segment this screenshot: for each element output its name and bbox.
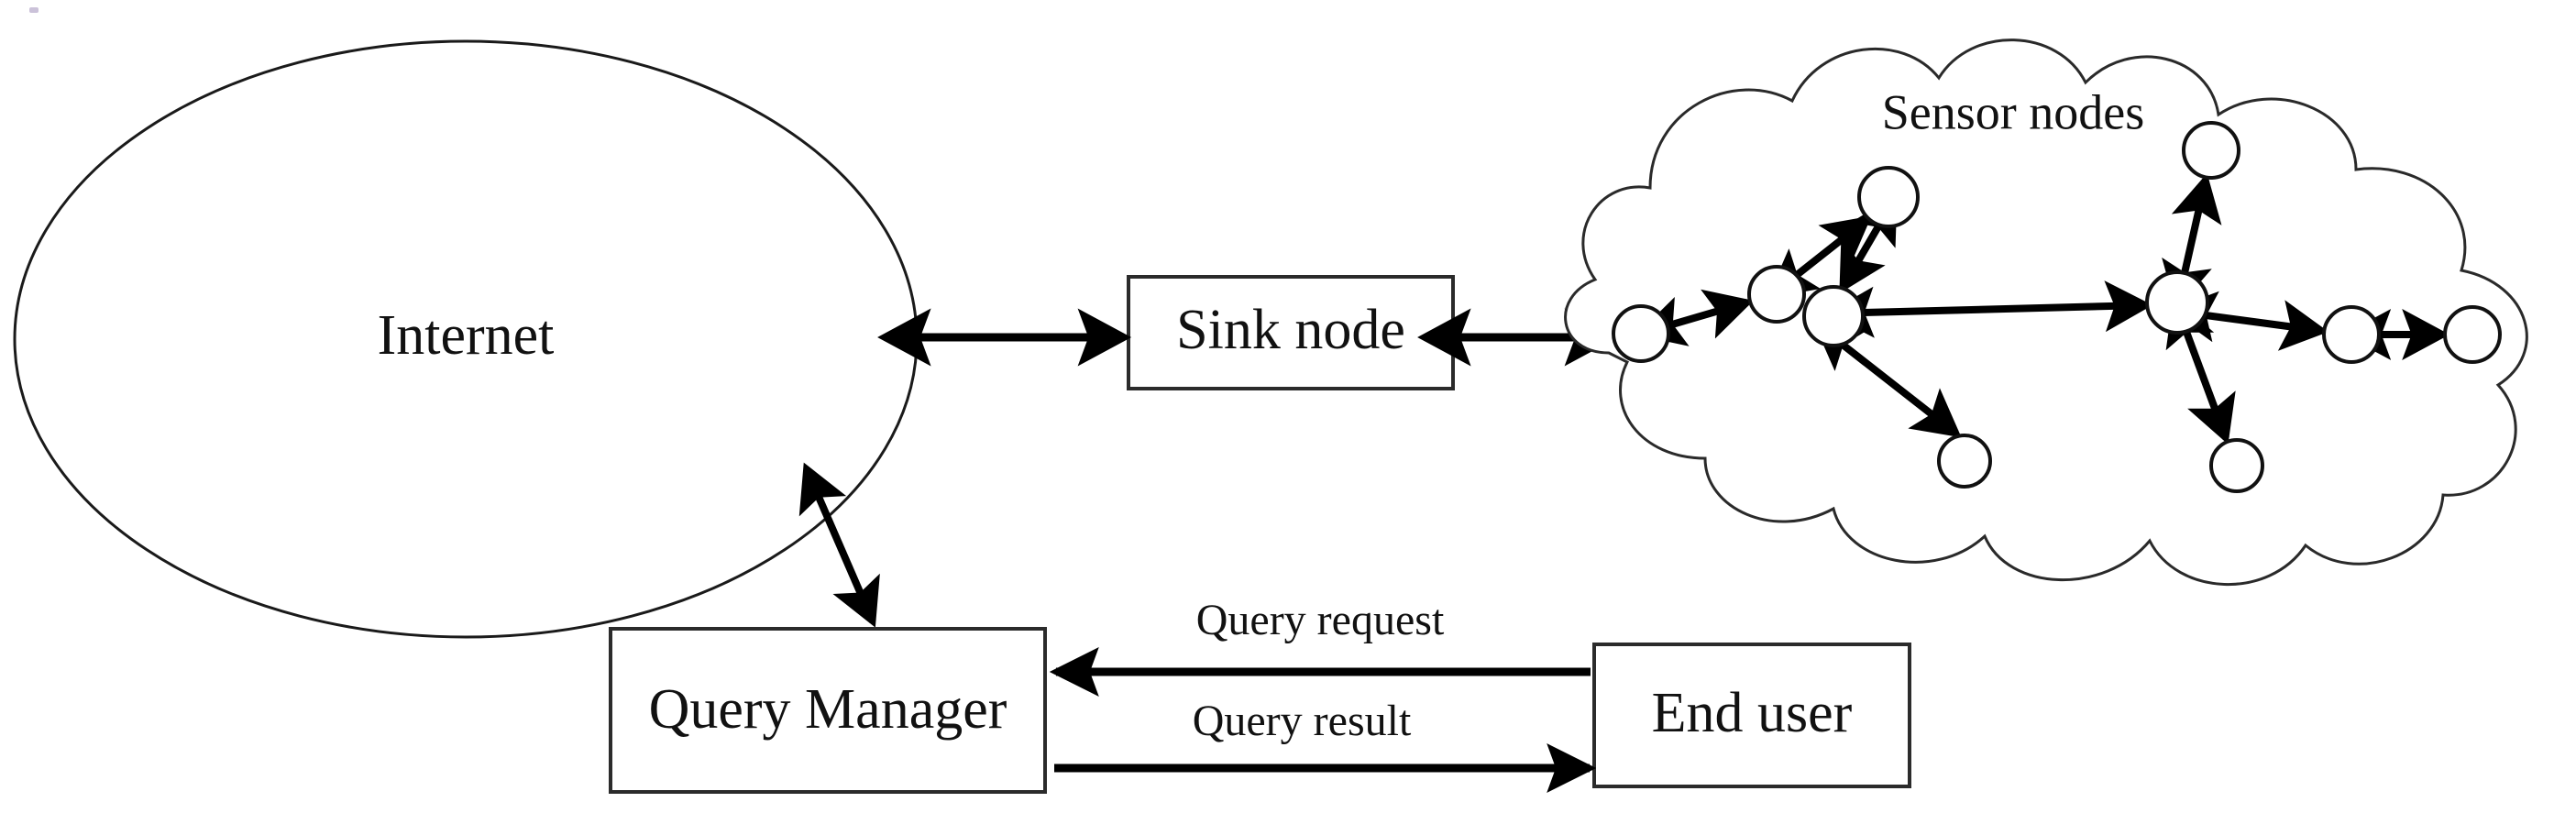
sensor-node-n6[interactable] [2145,270,2209,335]
sensor-cloud[interactable]: Sensor nodes [1564,38,2528,586]
internet-node[interactable]: Internet [13,39,919,639]
connector-query-request: Query request [1049,596,1591,697]
sensor-link-n1-n2 [1635,289,1754,346]
connector-query-result: Query result [1054,697,1597,793]
end-user-box [1592,643,1911,788]
sensor-nodes-label: Sensor nodes [1882,84,2144,139]
sink-node-label: Sink node [1176,299,1405,361]
sensor-link-n6-n9 [2168,291,2329,351]
query-manager-node[interactable]: Query Manager [609,627,1047,794]
sensor-link-n6-n7 [2162,172,2222,310]
sink-node-box [1127,275,1455,390]
sensor-node-n8[interactable] [2209,438,2264,493]
sensor-link-group [1635,172,2450,445]
sensor-link-n4-n6 [1826,280,2153,338]
sensor-node-n2[interactable] [1747,265,1806,324]
sensor-node-n7[interactable] [2182,121,2240,180]
sensor-node-n5[interactable] [1937,434,1992,489]
end-user-label: End user [1652,682,1853,744]
sensor-link-n3-n4 [1839,193,1898,294]
query-request-label: Query request [1196,596,1445,644]
sensor-node-group [1612,121,2502,493]
scan-artifact-speck [29,7,39,13]
connector-internet-query-manager [798,462,880,628]
sensor-node-n4[interactable] [1802,285,1865,347]
sensor-link-n4-n5 [1812,321,1962,438]
query-manager-label: Query Manager [649,678,1007,741]
sensor-node-n3[interactable] [1857,166,1920,228]
end-user-node[interactable]: End user [1592,643,1911,788]
sensor-node-n1[interactable] [1612,304,1670,363]
query-result-label: Query result [1193,697,1412,745]
internet-query-manager-double-arrow [798,462,880,628]
sensor-node-n10[interactable] [2443,305,2502,364]
sink-node[interactable]: Sink node [1127,275,1455,390]
sensor-node-n9[interactable] [2322,305,2381,364]
query-manager-box [609,627,1047,794]
internet-label: Internet [378,304,555,367]
